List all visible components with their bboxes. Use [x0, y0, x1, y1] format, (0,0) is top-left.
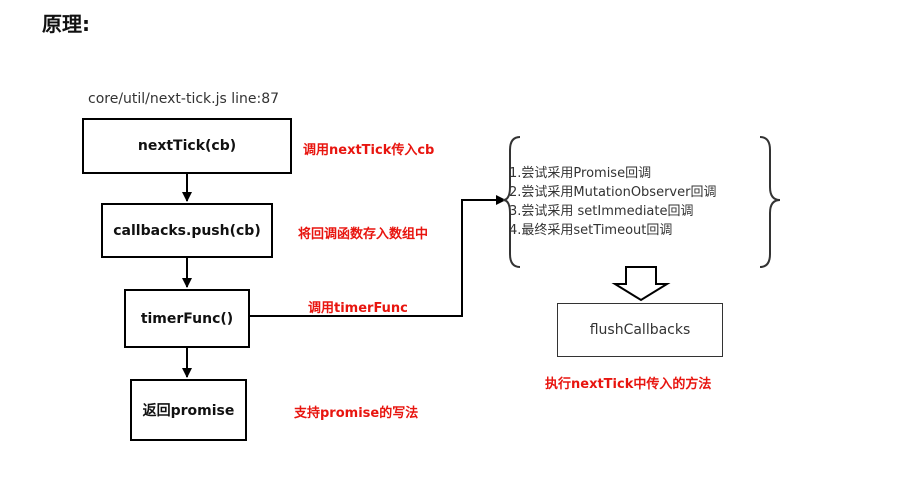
hollow-down-arrow — [611, 266, 671, 302]
strategy-item: 3.尝试采用 setImmediate回调 — [509, 204, 694, 219]
strategy-list: 1.尝试采用Promise回调 2.尝试采用MutationObserver回调… — [509, 164, 716, 240]
source-file-label: core/util/next-tick.js line:87 — [88, 91, 280, 107]
callbacks-push-box: callbacks.push(cb) — [101, 203, 273, 258]
note-call-timerfunc: 调用timerFunc — [308, 301, 408, 316]
nexttick-box: nextTick(cb) — [82, 118, 292, 174]
strategy-item: 2.尝试采用MutationObserver回调 — [509, 185, 717, 200]
timerfunc-box: timerFunc() — [124, 289, 250, 348]
page-heading: 原理: — [42, 12, 90, 36]
note-call-nexttick: 调用nextTick传入cb — [303, 143, 435, 158]
note-execute-callbacks: 执行nextTick中传入的方法 — [545, 377, 712, 392]
flushcallbacks-box: flushCallbacks — [557, 303, 723, 357]
note-store-callbacks: 将回调函数存入数组中 — [298, 227, 429, 242]
return-promise-box: 返回promise — [130, 379, 247, 441]
strategy-item: 1.尝试采用Promise回调 — [509, 166, 652, 181]
right-brace — [759, 136, 781, 268]
strategy-item: 4.最终采用setTimeout回调 — [509, 223, 673, 238]
left-brace — [502, 136, 521, 268]
arrow-step3-to-strategies — [248, 195, 506, 317]
note-promise-support: 支持promise的写法 — [294, 406, 419, 421]
